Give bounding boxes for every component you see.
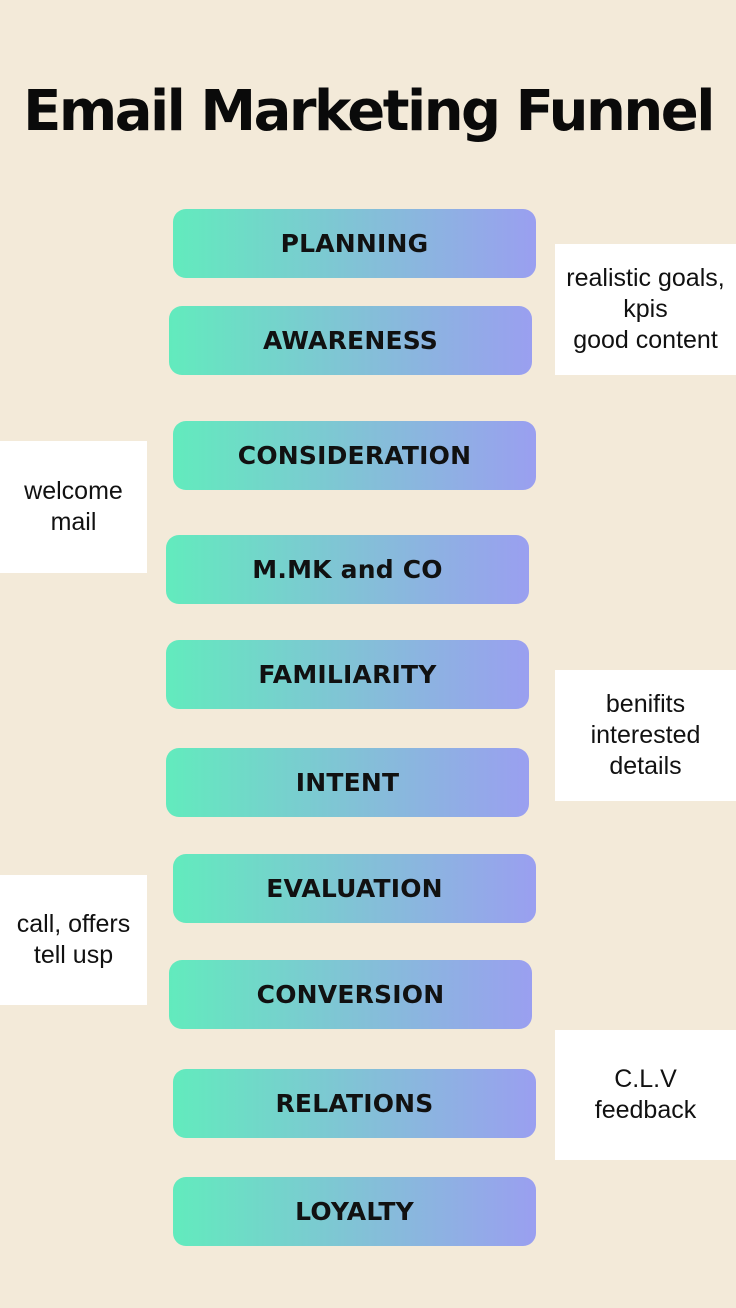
funnel-title: Email Marketing Funnel (23, 79, 715, 144)
note-line: realistic goals, (566, 264, 725, 292)
note-line: welcome (24, 477, 123, 505)
stage-loyalty: LOYALTY (173, 1177, 536, 1246)
stage-intent: INTENT (166, 748, 529, 817)
note-line: details (609, 752, 682, 780)
stage-planning: PLANNING (173, 209, 536, 278)
stage-consideration: CONSIDERATION (173, 421, 536, 490)
note-relations: C.L.V feedback (555, 1030, 736, 1160)
note-line: benifits (605, 690, 686, 718)
note-line: mail (50, 508, 97, 536)
stage-conversion: CONVERSION (169, 960, 532, 1029)
stage-familiarity: FAMILIARITY (166, 640, 529, 709)
stage-awareness: AWARENESS (169, 306, 532, 375)
stage-relations: RELATIONS (173, 1069, 536, 1138)
note-line: kpis (623, 295, 668, 323)
stage-mmk-and-co: M.MK and CO (166, 535, 529, 604)
note-line: interested (590, 721, 701, 749)
note-planning-awareness: realistic goals, kpis good content (555, 244, 736, 375)
note-line: feedback (594, 1096, 697, 1124)
note-familiarity-intent: benifits interested details (555, 670, 736, 801)
stage-evaluation: EVALUATION (173, 854, 536, 923)
note-line: good content (573, 326, 718, 354)
note-consideration: welcome mail (0, 441, 147, 573)
note-line: C.L.V (614, 1065, 677, 1093)
note-evaluation-conversion: call, offers tell usp (0, 875, 147, 1005)
note-line: call, offers (16, 910, 131, 938)
note-line: tell usp (33, 941, 114, 969)
